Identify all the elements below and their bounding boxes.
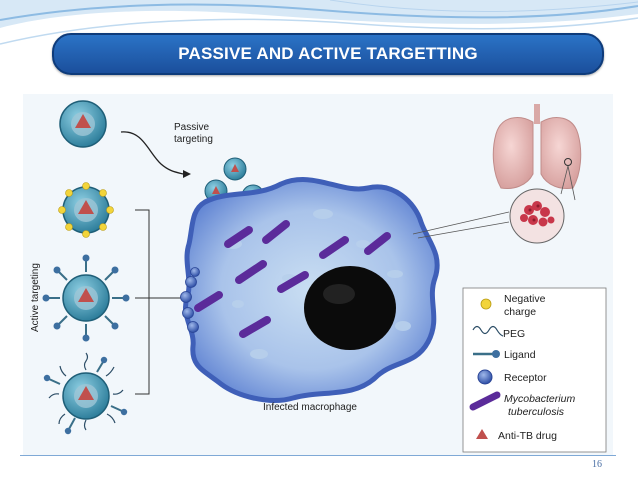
slide-title: PASSIVE AND ACTIVE TARGETTING [178, 44, 478, 63]
lungs-icon [492, 104, 582, 189]
legend-negative-charge-line2: charge [504, 306, 536, 318]
page-number: 16 [592, 459, 602, 470]
targeting-diagram: Active targeting Passive targeting [23, 94, 613, 456]
legend-ligand: Ligand [504, 349, 536, 361]
legend-anti-tb-drug: Anti-TB drug [498, 430, 557, 442]
legend-mycobacterium-line2: tuberculosis [508, 406, 565, 418]
nanoparticle-plain [59, 100, 107, 148]
footer-rule [20, 455, 616, 456]
header-swoosh [0, 0, 638, 45]
infection-magnifier [509, 188, 565, 244]
nucleus [304, 266, 396, 350]
legend-peg: PEG [503, 328, 525, 340]
active-targeting-label: Active targeting [30, 263, 41, 332]
mycobacterium-icon [469, 391, 501, 411]
legend-receptor: Receptor [504, 372, 547, 384]
nanoparticle-ligand [42, 254, 130, 342]
nanoparticle-negative-charge [58, 182, 114, 238]
legend-negative-charge-line1: Negative [504, 293, 546, 305]
macrophage-label: Infected macrophage [263, 402, 357, 413]
receptors [180, 267, 200, 333]
passive-arrow [120, 131, 184, 175]
nanoparticle-peg-ligand [43, 352, 128, 435]
legend: Negative charge PEG Ligand Receptor Myco… [462, 287, 607, 453]
macrophage-cell [180, 177, 440, 403]
passive-label-line2: targeting [174, 134, 213, 145]
legend-mycobacterium-line1: Mycobacterium [504, 393, 575, 405]
active-bracket [135, 209, 191, 395]
peg-icon [472, 325, 504, 337]
receptor-icon [477, 369, 493, 385]
anti-tb-drug-icon [476, 429, 488, 439]
drug-triangle-icon [75, 114, 91, 128]
diagram-canvas: Active targeting Passive targeting [30, 100, 607, 453]
zoom-lines [412, 165, 576, 239]
slide-title-banner: PASSIVE AND ACTIVE TARGETTING [52, 33, 604, 75]
passive-label-line1: Passive [174, 122, 209, 133]
passive-arrow-head-icon [183, 170, 191, 178]
negative-charge-icon [480, 298, 492, 310]
mycobacteria [194, 220, 391, 338]
